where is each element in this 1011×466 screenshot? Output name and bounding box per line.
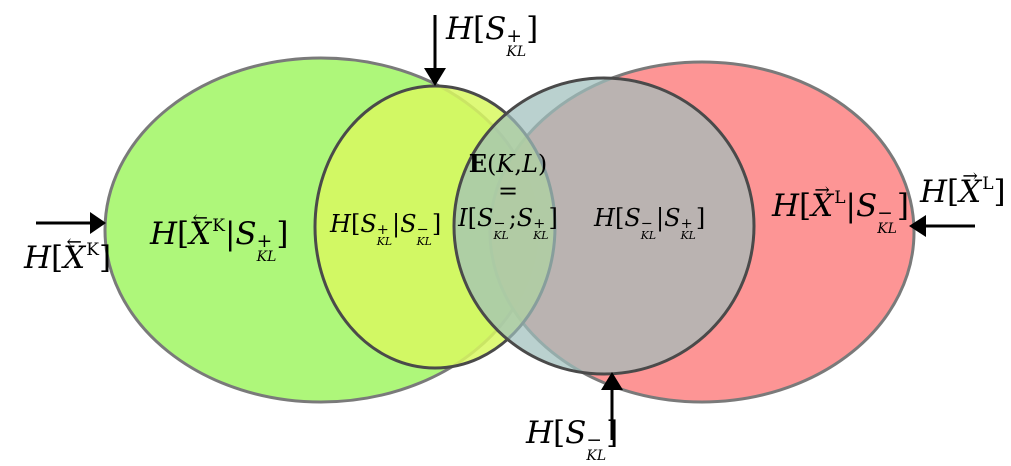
right-region-label: H[→XL|S−KL]: [772, 180, 910, 237]
left-arrow: [36, 212, 106, 234]
inner-right-region-label: H[S−KL|S+KL]: [594, 204, 706, 243]
left-arrow-label: H[←XK]: [24, 232, 112, 276]
inner-left-region-label: H[S+KL|S−KL]: [330, 210, 442, 249]
e-kl-line: E(K,L): [468, 149, 548, 178]
center-region-label: E(K,L) = I[S−KL;S+KL]: [456, 149, 560, 243]
top-arrow: [424, 15, 446, 86]
bottom-arrow-label: H[S−KL]: [526, 415, 619, 464]
right-arrow-label: H[→XL]: [920, 166, 1006, 210]
bottom-arrow: [601, 372, 623, 440]
right-arrow: [909, 215, 975, 237]
inner-right-ellipse: [452, 76, 756, 376]
top-arrow-label: H[S+KL]: [446, 11, 539, 60]
left-region-label: H[←XK|S+KL]: [150, 208, 289, 265]
equals-line: =: [497, 177, 519, 205]
mutual-info-line: I[S−KL;S+KL]: [458, 204, 558, 243]
